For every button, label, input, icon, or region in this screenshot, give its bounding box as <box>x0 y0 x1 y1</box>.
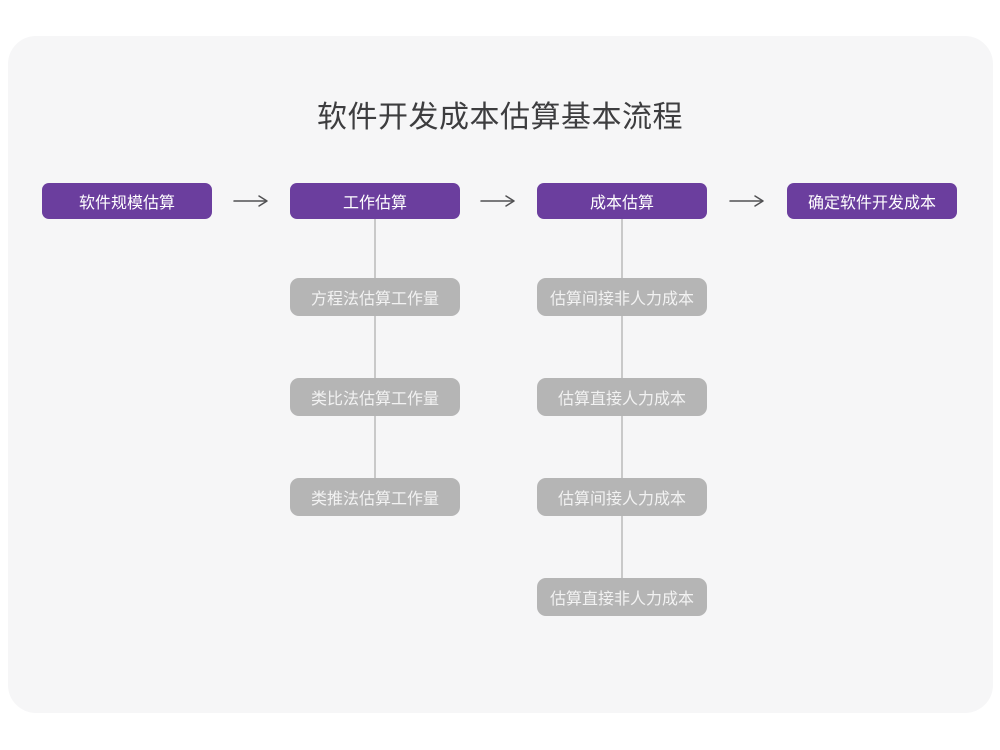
work-method-extrapolation: 类推法估算工作量 <box>290 478 460 516</box>
sub-node-label: 估算直接人力成本 <box>557 391 686 408</box>
stage-label: 软件规模估算 <box>78 195 175 212</box>
page-title: 软件开发成本估算基本流程 <box>317 101 683 134</box>
work-method-equation: 方程法估算工作量 <box>290 278 460 316</box>
sub-node-label: 类推法估算工作量 <box>310 491 439 508</box>
arrow-right-icon <box>480 195 515 207</box>
stage-label: 成本估算 <box>589 195 654 212</box>
sub-node-label: 类比法估算工作量 <box>310 391 439 408</box>
stage-final-cost: 确定软件开发成本 <box>787 183 957 219</box>
cost-item-direct-non-labor: 估算直接非人力成本 <box>537 578 707 616</box>
stage-size-estimation: 软件规模估算 <box>42 183 212 219</box>
sub-node-label: 方程法估算工作量 <box>310 291 439 308</box>
connector-work-column <box>374 219 376 479</box>
arrow-right-icon <box>729 195 764 207</box>
stage-label: 工作估算 <box>342 195 407 212</box>
stage-effort-estimation: 工作估算 <box>290 183 460 219</box>
cost-item-direct-labor: 估算直接人力成本 <box>537 378 707 416</box>
sub-node-label: 估算间接非人力成本 <box>549 291 694 308</box>
sub-node-label: 估算直接非人力成本 <box>549 591 694 608</box>
arrow-right-icon <box>233 195 268 207</box>
flowchart-card <box>8 36 993 713</box>
sub-node-label: 估算间接人力成本 <box>557 491 686 508</box>
work-method-analogy: 类比法估算工作量 <box>290 378 460 416</box>
stage-label: 确定软件开发成本 <box>807 195 936 212</box>
cost-item-indirect-labor: 估算间接人力成本 <box>537 478 707 516</box>
cost-item-indirect-non-labor: 估算间接非人力成本 <box>537 278 707 316</box>
stage-cost-estimation: 成本估算 <box>537 183 707 219</box>
